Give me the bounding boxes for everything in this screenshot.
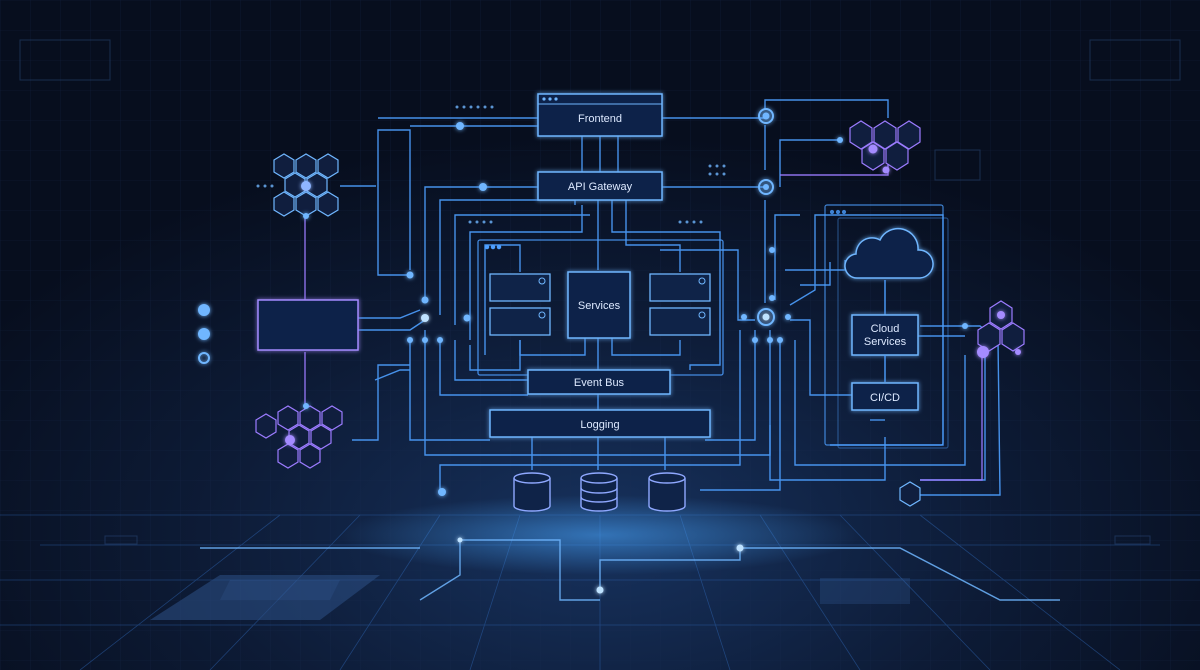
hexagon-cluster-icon bbox=[255, 405, 343, 469]
hexagon-icon bbox=[899, 481, 921, 507]
accent-lines bbox=[304, 160, 983, 481]
database-icon bbox=[580, 472, 618, 512]
ci-cd-node[interactable]: CI/CD bbox=[851, 382, 919, 411]
api-gateway-node[interactable]: API Gateway bbox=[537, 171, 663, 201]
cloud-services-label-line1: Cloud bbox=[871, 323, 900, 335]
frontend-node[interactable]: Frontend bbox=[537, 93, 663, 137]
floor-glow bbox=[340, 495, 860, 575]
node-dots bbox=[198, 108, 1021, 496]
hexagon-cluster-icon bbox=[273, 153, 339, 217]
hexagon-cluster-icon bbox=[849, 120, 921, 171]
database-icon bbox=[648, 472, 686, 512]
left-component-box[interactable] bbox=[257, 299, 359, 351]
services-node[interactable]: Services bbox=[567, 271, 631, 339]
api-gateway-label: API Gateway bbox=[568, 181, 633, 193]
logging-label: Logging bbox=[580, 419, 619, 431]
event-bus-node[interactable]: Event Bus bbox=[527, 369, 671, 395]
cloud-services-label-line2: Services bbox=[864, 336, 907, 348]
side-decoration bbox=[19, 39, 1181, 545]
cloud-services-node[interactable]: Cloud Services bbox=[851, 314, 919, 356]
gear-icon bbox=[538, 277, 706, 319]
ci-cd-label: CI/CD bbox=[870, 392, 900, 404]
cloud-panel bbox=[824, 204, 949, 449]
database-icon bbox=[513, 472, 551, 512]
floor-shapes bbox=[150, 575, 910, 620]
hexagon-cluster-icon bbox=[977, 300, 1025, 352]
services-label: Services bbox=[578, 300, 621, 312]
logging-node[interactable]: Logging bbox=[489, 409, 711, 438]
cloud-icon bbox=[844, 227, 934, 279]
dot-rows bbox=[256, 105, 726, 224]
frontend-label: Frontend bbox=[578, 113, 622, 125]
floor-circuit bbox=[200, 539, 1060, 601]
floor-nodes bbox=[457, 537, 744, 594]
event-bus-label: Event Bus bbox=[574, 377, 625, 389]
